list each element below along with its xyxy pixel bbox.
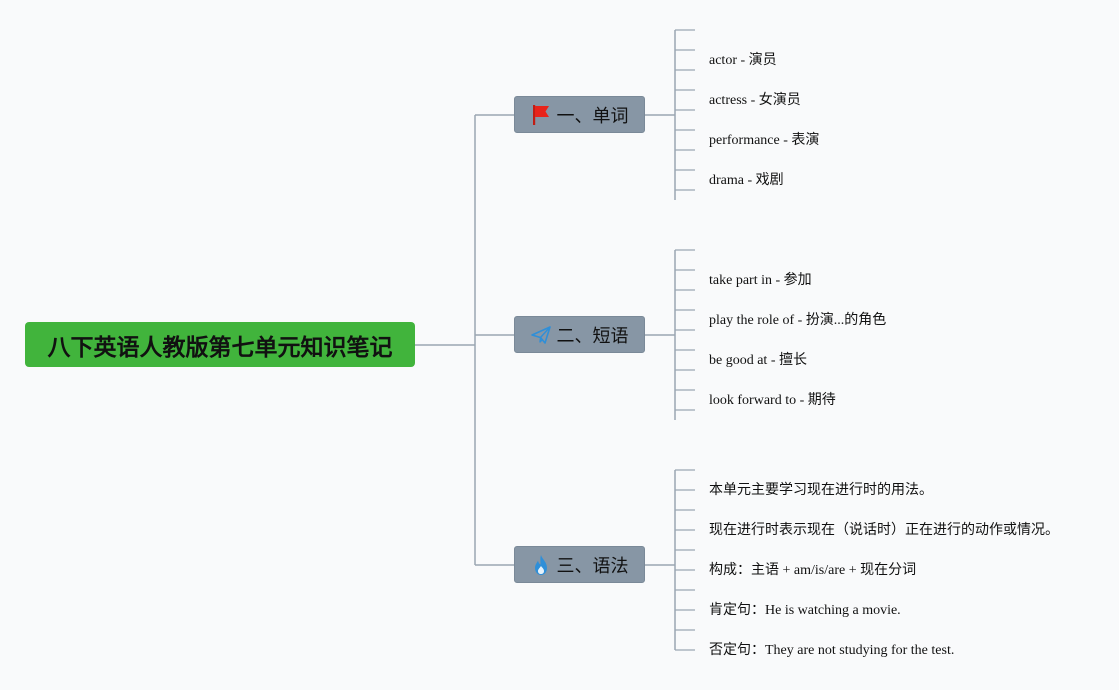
branch-vocabulary[interactable]: 一、单词 [514, 96, 645, 133]
leaf-item[interactable]: be good at - 擅长 [709, 353, 807, 368]
branch-grammar[interactable]: 三、语法 [514, 546, 645, 583]
leaf-item[interactable]: 肯定句：He is watching a movie. [709, 603, 901, 618]
leaf-item[interactable]: 本单元主要学习现在进行时的用法。 [709, 483, 933, 498]
leaf-item[interactable]: 否定句：They are not studying for the test. [709, 643, 955, 658]
leaf-item[interactable]: take part in - 参加 [709, 273, 812, 288]
branch-phrases[interactable]: 二、短语 [514, 316, 645, 353]
branch-label: 三、语法 [556, 555, 629, 577]
flame-icon [531, 554, 551, 576]
red-flag-icon [531, 104, 551, 126]
leaf-item[interactable]: 现在进行时表示现在（说话时）正在进行的动作或情况。 [709, 523, 1059, 538]
root-node[interactable]: 八下英语人教版第七单元知识笔记 [25, 322, 415, 367]
root-title: 八下英语人教版第七单元知识笔记 [47, 334, 393, 361]
branch-label: 二、短语 [556, 325, 629, 347]
leaf-item[interactable]: drama - 戏剧 [709, 173, 784, 188]
leaf-item[interactable]: performance - 表演 [709, 133, 820, 148]
leaf-item[interactable]: look forward to - 期待 [709, 393, 836, 408]
leaf-item[interactable]: actor - 演员 [709, 53, 777, 68]
branch-label: 一、单词 [556, 105, 629, 127]
leaf-item[interactable]: play the role of - 扮演...的角色 [709, 313, 887, 328]
leaf-item[interactable]: actress - 女演员 [709, 93, 801, 108]
paper-plane-icon [530, 324, 551, 346]
leaf-item[interactable]: 构成：主语 + am/is/are + 现在分词 [709, 563, 917, 578]
